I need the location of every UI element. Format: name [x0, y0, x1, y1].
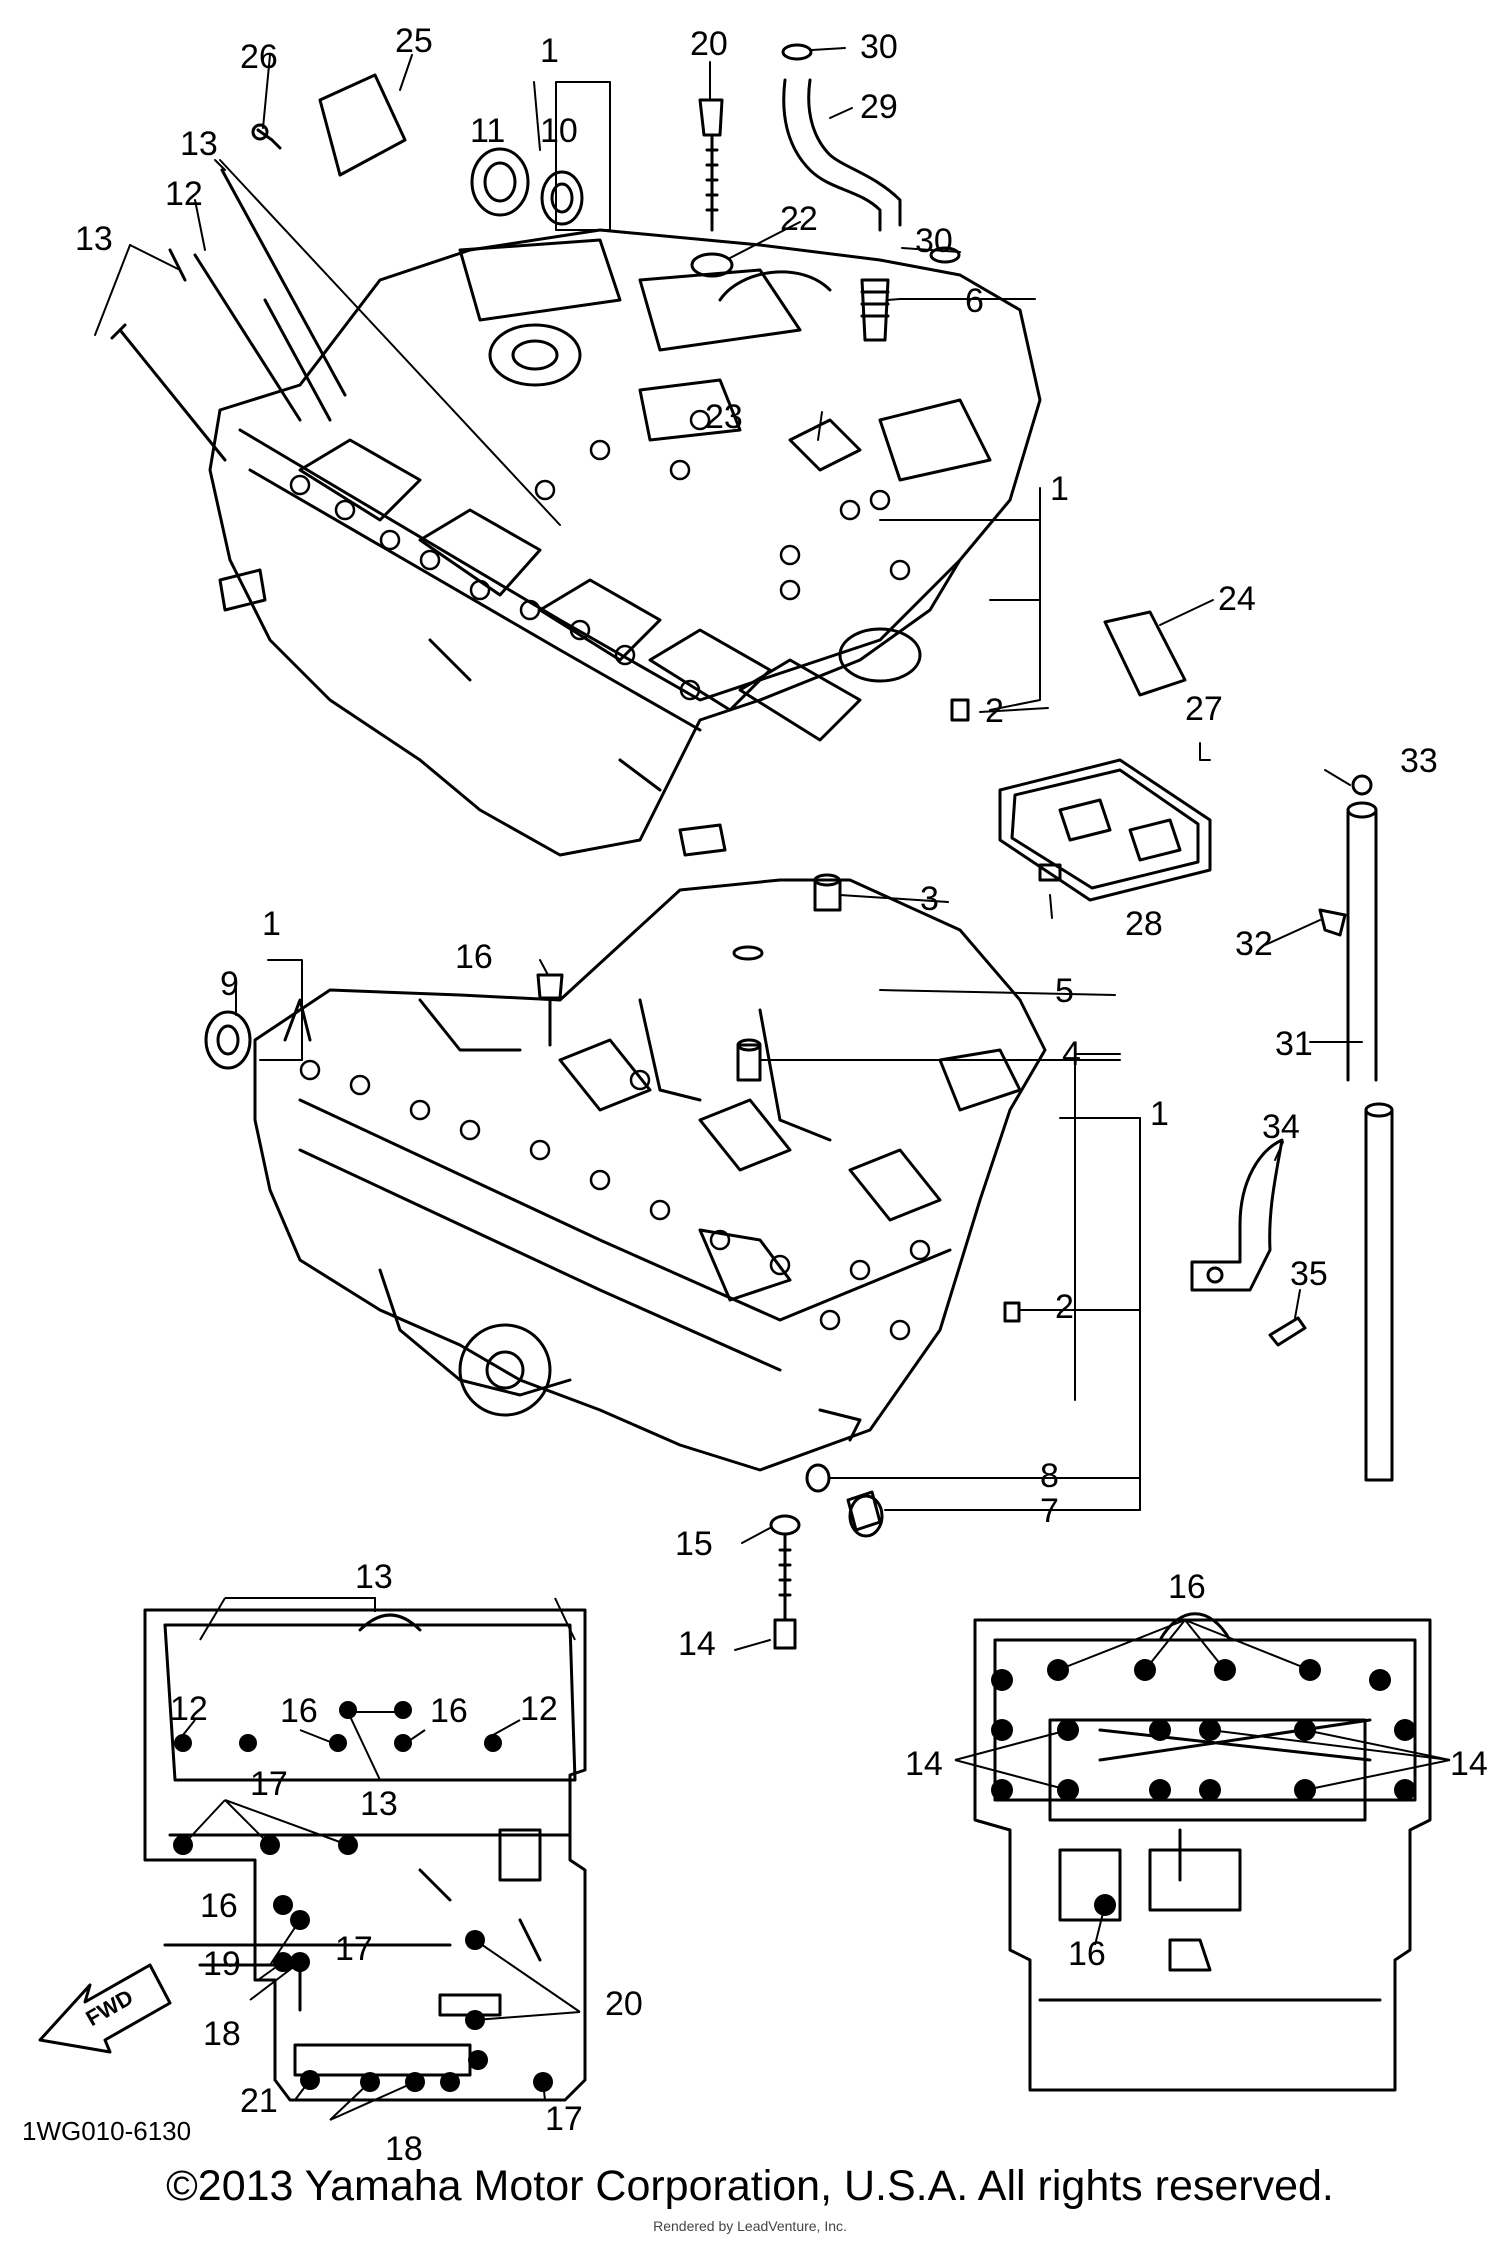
callout-23: 23 [705, 398, 743, 436]
callout-7: 7 [1040, 1492, 1059, 1530]
callout-26: 26 [240, 38, 278, 76]
callout-1b: 1 [1050, 470, 1069, 508]
bolt-16 [536, 973, 564, 1047]
inset2-callout-14b: 14 [1450, 1745, 1488, 1783]
callout-22: 22 [780, 200, 818, 238]
inset-top-view [973, 1612, 1432, 2092]
fwd-label: FWD [82, 1984, 138, 2031]
stud-bolts [110, 168, 347, 462]
bearing-and-seal [251, 73, 584, 226]
inset-bottom-view [143, 1608, 587, 2102]
callout-20: 20 [690, 25, 728, 63]
callout-1c: 1 [262, 905, 281, 943]
callout-labels: 1 11 10 26 25 20 30 29 22 30 6 13 12 13 … [22, 22, 1488, 2168]
callout-33: 33 [1400, 742, 1438, 780]
callout-4: 4 [1062, 1035, 1081, 1073]
inset-callout-21: 21 [240, 2082, 278, 2120]
bracket-34 [1190, 1138, 1307, 1347]
callout-9: 9 [220, 965, 239, 1003]
callout-11: 11 [470, 112, 505, 150]
callout-14: 14 [678, 1625, 716, 1663]
callout-31: 31 [1275, 1025, 1313, 1063]
oil-seal-9 [204, 1010, 252, 1070]
callout-3: 3 [920, 880, 939, 918]
inset-callout-18b: 18 [385, 2130, 423, 2168]
callout-6: 6 [965, 282, 984, 320]
callout-25: 25 [395, 22, 433, 60]
callout-27: 27 [1185, 690, 1223, 728]
callout-1d: 1 [1150, 1095, 1169, 1133]
callout-10: 10 [540, 112, 578, 150]
inset2-callout-16b: 16 [1068, 1935, 1106, 1973]
rendered-by-watermark: Rendered by LeadVenture, Inc. [653, 2218, 847, 2234]
inset-callout-19: 19 [203, 1945, 241, 1983]
inset-bolt-markers [173, 1659, 1416, 2092]
callout-15: 15 [675, 1525, 713, 1563]
copyright-notice: ©2013 Yamaha Motor Corporation, U.S.A. A… [166, 2162, 1334, 2210]
callout-29: 29 [860, 88, 898, 126]
oil-strainer-cover [998, 610, 1212, 902]
callout-32: 32 [1235, 925, 1273, 963]
upper-crankcase [208, 228, 1042, 857]
inset2-callout-16a: 16 [1168, 1568, 1206, 1606]
leader-lines [94, 47, 1363, 1651]
inset-callout-17c: 17 [545, 2100, 583, 2138]
callout-1: 1 [540, 32, 559, 70]
inset-callout-13: 13 [355, 1558, 393, 1596]
callout-30a: 30 [860, 28, 898, 66]
lower-crankcase [253, 878, 1047, 1472]
callout-8: 8 [1040, 1457, 1059, 1495]
drain-plug [805, 1463, 884, 1538]
callout-13a: 13 [180, 125, 218, 163]
callout-35: 35 [1290, 1255, 1328, 1293]
inset-callout-12b: 12 [520, 1690, 558, 1728]
lower-bolt-holes [299, 1059, 931, 1341]
inset-callout-16b: 16 [430, 1692, 468, 1730]
inset-callout-13b: 13 [360, 1785, 398, 1823]
callout-34: 34 [1262, 1108, 1300, 1146]
fwd-arrow-icon [38, 1963, 172, 2054]
plug-6 [860, 278, 890, 342]
bolt-14 [769, 1514, 801, 1650]
callout-2b: 2 [1055, 1288, 1074, 1326]
figure-code: 1WG010-6130 [22, 2116, 191, 2146]
inset-callout-16c: 16 [200, 1887, 238, 1925]
callout-12a: 12 [165, 175, 203, 213]
inset-callout-20: 20 [605, 1985, 643, 2023]
callout-28: 28 [1125, 905, 1163, 943]
inset-leader-lines [182, 1597, 1451, 2121]
inset-callout-16a: 16 [280, 1692, 318, 1730]
inset-callout-17a: 17 [250, 1765, 288, 1803]
oil-filler-bolt [690, 98, 734, 278]
callout-16a: 16 [455, 938, 493, 976]
inset2-callout-14a: 14 [905, 1745, 943, 1783]
upper-bolt-holes [289, 409, 911, 701]
callout-2a: 2 [985, 692, 1004, 730]
dowel-2-upper [950, 698, 970, 722]
callout-5: 5 [1055, 972, 1074, 1010]
callout-30b: 30 [915, 222, 953, 260]
breather-pipe [1318, 774, 1394, 1482]
bracket-23 [788, 418, 862, 472]
breather-hose [781, 43, 961, 264]
inset-callout-18a: 18 [203, 2015, 241, 2053]
inset-callout-17b: 17 [335, 1930, 373, 1968]
dowels [732, 873, 1021, 1323]
callout-13b: 13 [75, 220, 113, 258]
callout-24: 24 [1218, 580, 1256, 618]
inset-callout-12a: 12 [170, 1690, 208, 1728]
